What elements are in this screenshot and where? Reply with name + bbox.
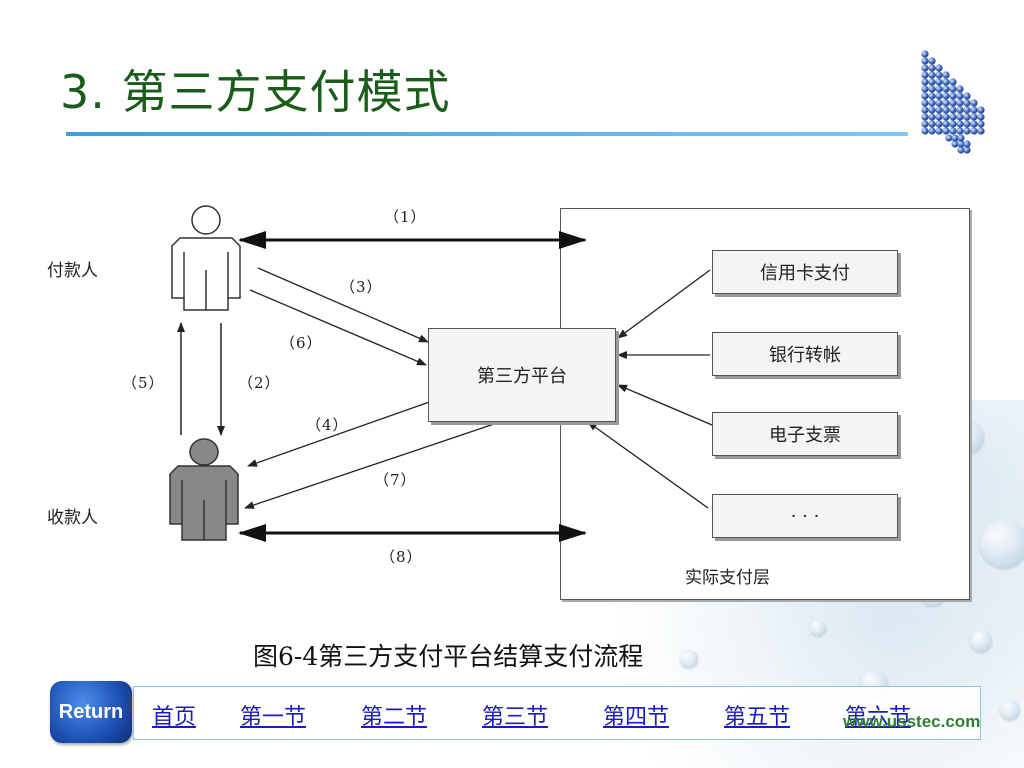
step-4-label: （4）: [306, 416, 349, 434]
title-underline: [66, 132, 908, 136]
actual-payment-layer-label: 实际支付层: [685, 568, 770, 588]
site-watermark: www.usstec.com: [843, 712, 981, 731]
nav-link-section-1[interactable]: 第一节: [240, 705, 307, 730]
slide-title: 3. 第三方支付模式: [60, 65, 451, 119]
step-7-label: （7）: [374, 471, 417, 489]
cursor-arrow-icon: [921, 50, 985, 154]
step-3-label: （3）: [340, 278, 383, 296]
nav-link-section-2[interactable]: 第二节: [361, 705, 428, 730]
payee-figure-icon: [169, 438, 239, 541]
nav-link-section-6[interactable]: 第六节: [845, 705, 912, 730]
nav-link-home[interactable]: 首页: [152, 705, 197, 730]
method-more: · · ·: [712, 494, 898, 538]
step-8-label: （8）: [380, 548, 423, 566]
payer-label: 付款人: [47, 261, 98, 281]
nav-link-section-3[interactable]: 第三节: [482, 705, 549, 730]
return-button[interactable]: Return: [50, 681, 132, 743]
section-nav-bar: 首页 第一节 第二节 第三节 第四节 第五节 第六节: [133, 686, 981, 740]
payment-flow-diagram: 付款人 收款人 第三方平台 信用卡支付 银行转帐 电子支票 · · · 实际支付…: [40, 190, 980, 610]
step-6-label: （6）: [280, 334, 323, 352]
step-1-label: （1）: [384, 208, 427, 226]
nav-link-section-4[interactable]: 第四节: [603, 705, 670, 730]
third-party-platform-box: 第三方平台: [428, 328, 616, 422]
payee-label: 收款人: [47, 508, 98, 528]
method-e-check: 电子支票: [712, 412, 898, 456]
step-2-label: （2）: [238, 374, 281, 392]
method-bank-transfer: 银行转帐: [712, 332, 898, 376]
nav-link-section-5[interactable]: 第五节: [724, 705, 791, 730]
method-credit-card: 信用卡支付: [712, 250, 898, 294]
payer-figure-icon: [171, 205, 241, 311]
step-5-label: （5）: [122, 374, 165, 392]
figure-caption: 图6-4第三方支付平台结算支付流程: [253, 642, 644, 671]
